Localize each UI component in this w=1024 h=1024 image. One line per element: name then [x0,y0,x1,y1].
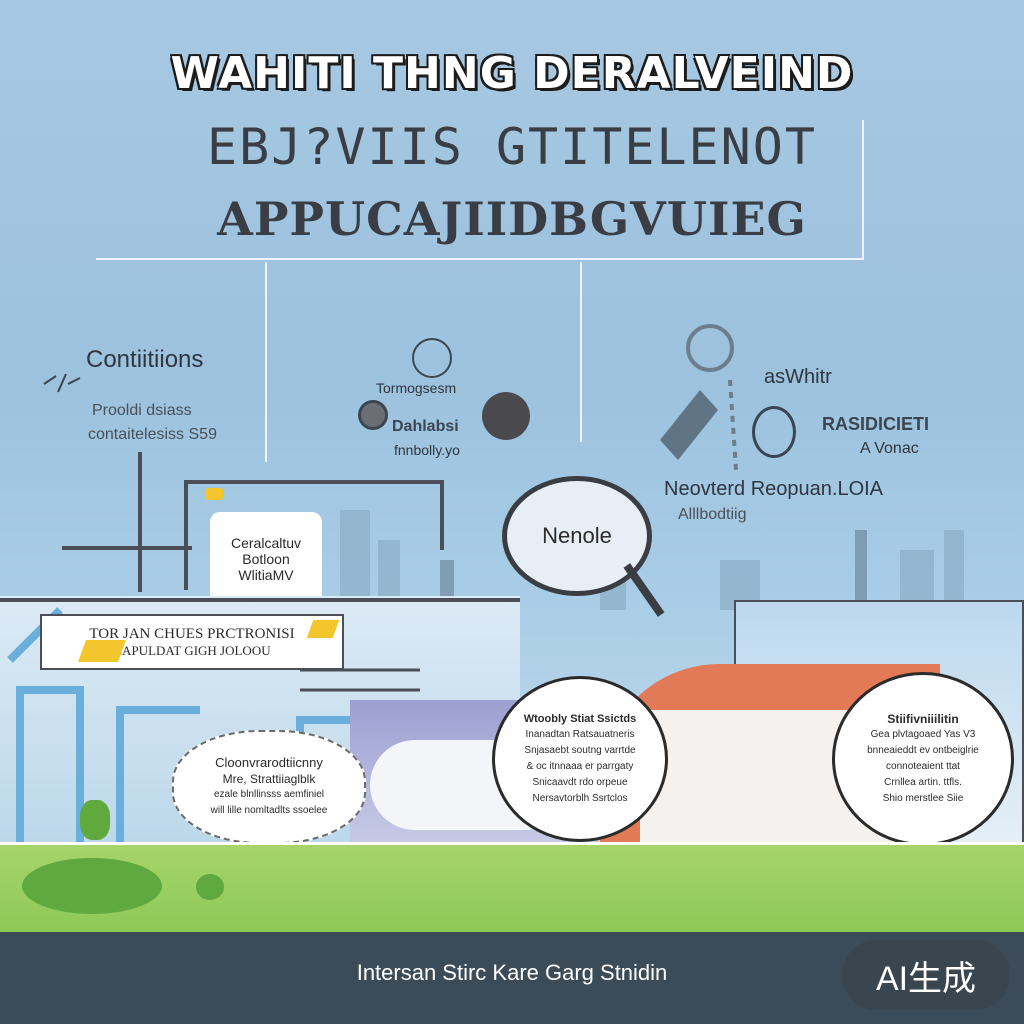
banner-yellow-accent [77,640,127,662]
banner-line-1: TOR JAN CHUES PRCTRONISI [89,625,295,642]
divider-right [580,262,582,442]
frame-bar-right [440,480,444,550]
frame-bar-left [184,480,188,590]
center-label-mid: Dahlabsi [392,418,459,435]
divider-left [265,262,267,462]
center-label-top: Tormogsesm [376,380,457,396]
right-label-mid-4: Alllbodtiig [678,506,747,523]
bubble-center-line-1: Inanadtan Ratsauatneris [525,729,635,740]
magnifier-label: Nenole [542,523,612,548]
right-label-mid-3: Neovterd Reopuan.LOIA [664,478,884,500]
bubble-right-line-5: Shio merstlee Siie [882,793,964,804]
magnifier-icon: Nenole [502,476,652,596]
bubble-left-title: Cloonvrarodtiicnny [215,755,323,770]
bubble-left-line-3: will lille nomltadlts ssoelee [210,805,328,816]
bubble-right-line-3: connoteaient ttat [886,761,960,772]
bubble-left-line-2: ezale blnllinsss aemfiniel [213,789,325,800]
title-frame-right [862,120,864,260]
center-label-low: fnnbolly.yo [394,442,460,458]
tower-sign-line-3: WlitiaMV [238,567,294,583]
headline-line-2: EBJ?VIIS GTITELENOT [207,118,817,176]
speech-bubble-left: Cloonvrarodtiicnny Mre, Strattiiaglblk e… [172,730,366,844]
bubble-center-line-3: & oc itnnaaa er parrgaty [526,761,634,772]
bubble-right-title: Stiifivniiilitin [887,712,959,726]
right-label-top: asWhitr [764,366,832,388]
circle-outline-icon [412,338,452,378]
dark-circle-icon [482,392,530,440]
bubble-center-title: Wtoobly Stiat Ssictds [523,713,637,725]
grass-field [0,845,1024,935]
bubble-right-line-2: bnneaieddt ev ontbeiglrie [867,745,979,756]
bubble-right-line-4: Crnllea artin. ttfls. [884,777,962,788]
sparkle-icon [42,370,82,405]
tree-left [22,858,162,914]
headline-line-3: APPUCAJIIDBGVUIEG [217,192,807,246]
headline-line-1: WAHITI THNG DERALVEIND [170,48,854,99]
tower-sign: Ceralcaltuv Botloon WlitiaMV [210,512,322,606]
conditions-subtext-2: contaitelesiss S59 [88,426,217,443]
bush-group [80,800,110,840]
footer-caption: Intersan Stirc Kare Garg Stnidin [356,960,668,985]
left-building-frame [0,598,520,602]
frame-bar-top [184,480,444,484]
conditions-heading: Contiitiions [86,346,204,373]
gear-icon [358,400,388,430]
title-frame-bottom [96,258,864,260]
ai-generated-badge: AI生成 [842,940,1010,1010]
speech-bubble-center: Wtoobly Stiat Ssictds Inanadtan Ratsauat… [492,676,668,842]
right-label-mid-2: A Vonac [860,440,919,457]
bubble-center-line-2: Snjasaebt soutng varrtde [524,745,636,756]
scaffold-lines [0,600,520,855]
conditions-subtext-1: Prooldi dsiass [92,402,192,419]
tower-sign-line-1: Ceralcaltuv [230,535,302,551]
speech-bubble-right: Stiifivniiilitin Gea plvtagoaed Yas V3 b… [832,672,1014,846]
tree-small [196,874,224,900]
banner-line-2: CAPULDAT GIGH JOLOOU [113,642,271,658]
shield-icon [752,406,796,458]
right-label-mid-1: RASIDICIETI [822,414,930,434]
yellow-tag-icon [205,488,223,500]
bubble-center-line-4: Snicaavdt rdo orpeue [532,777,628,788]
tower-sign-line-2: Botloon [242,551,290,567]
bubble-right-line-1: Gea plvtagoaed Yas V3 [870,729,976,740]
bubble-center-line-5: Nersavtorblh Ssrtclos [532,793,628,804]
frame-bar-post [138,452,142,592]
frame-bar-arm [62,546,192,550]
bubble-left-line-1: Mre, Strattiiaglblk [222,772,316,786]
person-silhouette-icon [640,320,750,485]
